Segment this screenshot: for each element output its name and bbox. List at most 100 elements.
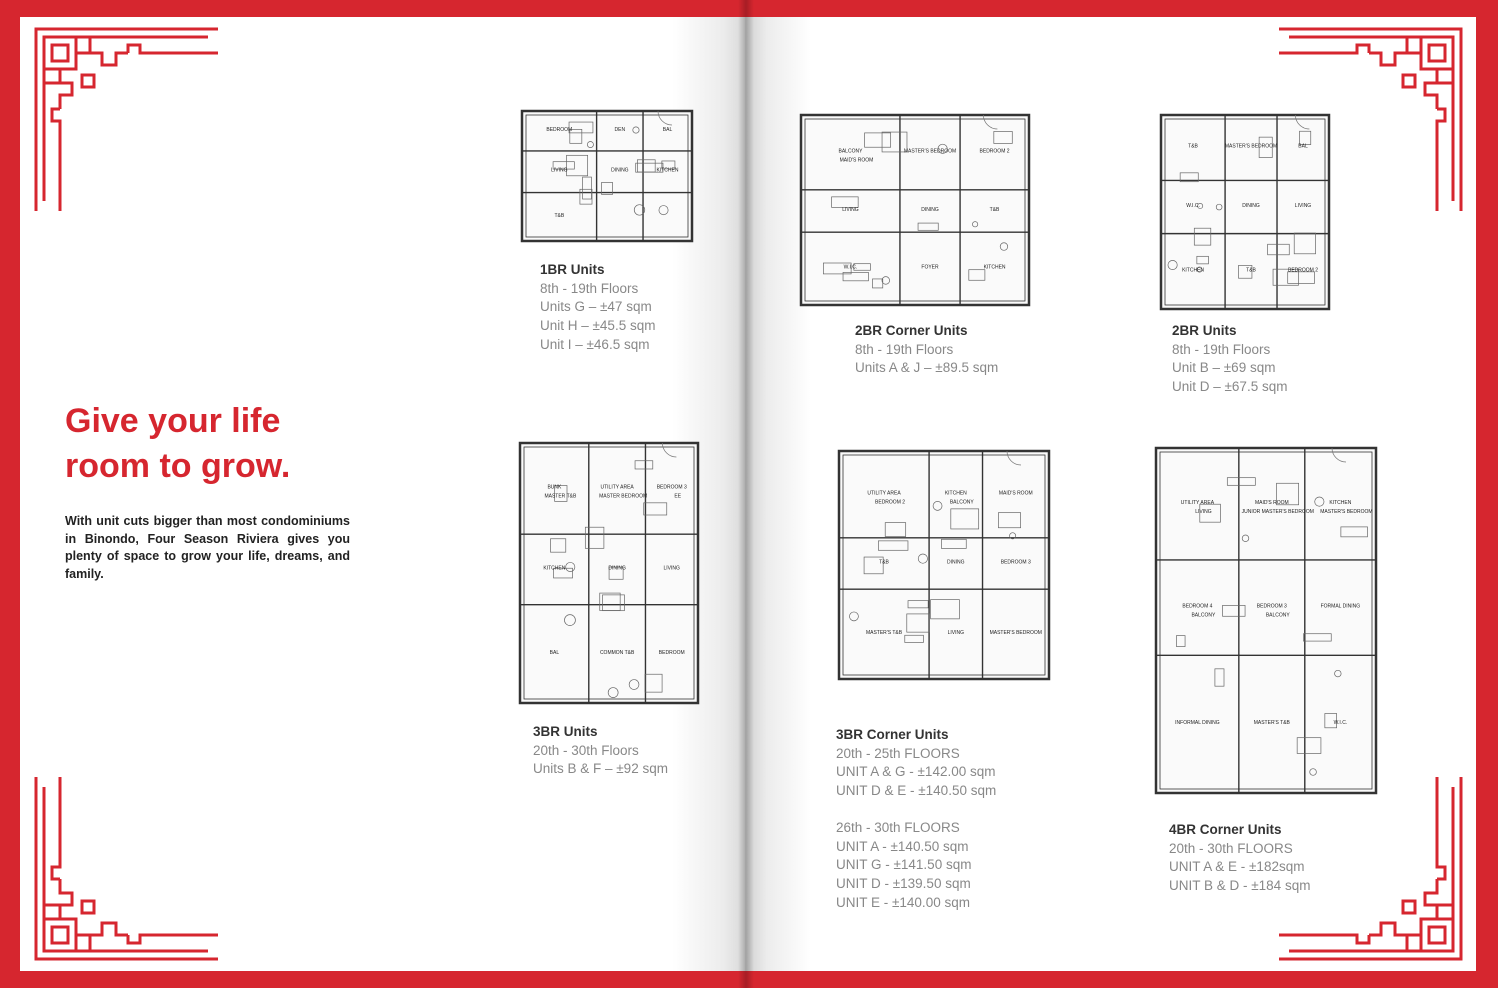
unit-spec-line: 8th - 19th Floors [1172, 341, 1271, 357]
room-label: LIVING [1295, 203, 1312, 209]
room-label: LIVING [842, 207, 859, 213]
room-label: LIVING [1195, 509, 1212, 515]
unit-spec-line: 20th - 25th FLOORS [836, 745, 960, 761]
unit-spec-line: 8th - 19th Floors [855, 341, 954, 357]
room-label: KITCHEN [543, 565, 565, 571]
room-label: EE [674, 494, 681, 500]
room-label: BEDROOM 2 [875, 499, 905, 505]
right-page: BALCONY MASTER'S BEDROOM BEDROOM 2 LIVING DI… [745, 17, 1476, 971]
room-label: LIVING [664, 565, 681, 571]
unit-spec-line: UNIT A - ±140.50 sqm [836, 838, 969, 854]
room-label: KITCHEN [1329, 500, 1351, 506]
room-label: MASTER'S T&B [866, 630, 903, 636]
corner-ornament-bottom-right [1275, 773, 1465, 963]
room-label: BAL [1298, 144, 1308, 150]
room-label: BEDROOM 4 [1182, 604, 1212, 610]
page-gutter-shadow [738, 0, 754, 988]
unit-title: 3BR Corner Units [836, 727, 949, 742]
room-label: T&B [879, 560, 889, 566]
room-label: BALCONY [839, 148, 864, 154]
unit-spec-line: Unit I – ±46.5 sqm [540, 336, 650, 352]
room-label: UTILITY AREA [1181, 500, 1215, 506]
room-label: BAL [550, 650, 560, 656]
floor-plan-3br: BUNK UTILITY AREA BEDROOM 3 KITCHEN DINING LI… [514, 437, 704, 709]
room-label: BALCONY [950, 499, 975, 505]
unit-spec-line: 8th - 19th Floors [540, 280, 639, 296]
corner-ornament-bottom-left [32, 773, 222, 963]
room-label: MAID'S ROOM [999, 490, 1033, 496]
unit-spec-line: UNIT D - ±139.50 sqm [836, 875, 971, 891]
unit-spec-line: UNIT A & E - ±182sqm [1169, 859, 1305, 875]
room-label: BALCONY [1266, 613, 1291, 619]
intro-paragraph: With unit cuts bigger than most condomin… [65, 514, 350, 581]
room-label: MASTER'S BEDROOM [904, 148, 956, 154]
room-label: DINING [608, 565, 626, 571]
room-label: LIVING [948, 630, 965, 636]
room-label: DINING [611, 168, 629, 174]
room-label: T&B [990, 207, 1000, 213]
room-label: MASTER'S BEDROOM [1320, 509, 1372, 515]
corner-ornament-top-right [1275, 25, 1465, 215]
room-label: FOYER [921, 265, 939, 271]
room-label: BEDROOM [546, 127, 572, 133]
room-label: UTILITY AREA [600, 485, 634, 491]
room-label: FORMAL DINING [1321, 604, 1361, 610]
room-label: LIVING [551, 168, 568, 174]
room-label: T&B [1188, 144, 1198, 150]
room-label: MASTER'S T&B [1254, 720, 1291, 726]
floor-plan-2br-corner: BALCONY MASTER'S BEDROOM BEDROOM 2 LIVING DI… [795, 109, 1035, 311]
room-label: MASTER BEDROOM [599, 494, 647, 500]
room-label: BEDROOM 2 [980, 148, 1010, 154]
room-label: MASTER'S BEDROOM [1225, 144, 1277, 150]
room-label: DEN [615, 127, 626, 133]
room-label: W.I.C. [1186, 203, 1200, 209]
room-label: W.I.C. [844, 265, 858, 271]
unit-title: 3BR Units [533, 724, 598, 739]
left-page: Give your life room to grow. With unit c… [20, 17, 745, 971]
unit-spec-line: Unit H – ±45.5 sqm [540, 318, 656, 334]
room-label: DINING [947, 560, 965, 566]
unit-spec-line: Unit D – ±67.5 sqm [1172, 379, 1288, 395]
room-label: MASTER'S BEDROOM [990, 630, 1042, 636]
room-label: W.I.C. [1334, 720, 1348, 726]
unit-title: 4BR Corner Units [1169, 822, 1282, 837]
room-label: BEDROOM 3 [1001, 560, 1031, 566]
unit-spec-line: Unit B – ±69 sqm [1172, 360, 1276, 376]
unit-spec-3br-corner: 3BR Corner Units 20th - 25th FLOORS UNIT A… [836, 726, 996, 912]
unit-spec-line: UNIT A & G - ±142.00 sqm [836, 764, 996, 780]
unit-spec-line: 20th - 30th FLOORS [1169, 840, 1293, 856]
floor-plan-2br: T&B MASTER'S BEDROOM BAL W.I.C. DINING LIVING… [1155, 109, 1335, 315]
unit-spec-line: 20th - 30th Floors [533, 742, 639, 758]
room-label: MASTER T&B [544, 494, 577, 500]
unit-spec-line: UNIT E - ±140.00 sqm [836, 894, 970, 910]
room-label: KITCHEN [984, 265, 1006, 271]
room-label: BEDROOM 3 [657, 485, 687, 491]
room-label: MAID'S ROOM [1255, 500, 1289, 506]
spec-spacer [836, 801, 996, 819]
room-label: COMMON T&B [600, 650, 635, 656]
room-label: DINING [921, 207, 939, 213]
unit-title: 2BR Units [1172, 323, 1237, 338]
headline-line-2: room to grow. [65, 447, 291, 485]
room-label: BUNK [547, 485, 562, 491]
room-label: MAID'S ROOM [840, 157, 874, 163]
unit-spec-line: Units B & F – ±92 sqm [533, 761, 668, 777]
room-label: DINING [1242, 203, 1260, 209]
room-label: KITCHEN [1182, 267, 1204, 273]
room-label: BEDROOM 3 [1257, 604, 1287, 610]
unit-spec-4br-corner: 4BR Corner Units 20th - 30th FLOORS UNIT A… [1169, 821, 1310, 896]
unit-title: 1BR Units [540, 262, 605, 277]
room-label: BALCONY [1191, 613, 1216, 619]
floor-plan-4br-corner: UTILITY AREA MAID'S ROOM KITCHEN BEDROOM 4 B… [1150, 442, 1382, 799]
room-label: KITCHEN [945, 490, 967, 496]
unit-title: 2BR Corner Units [855, 323, 968, 338]
unit-spec-line: Units A & J – ±89.5 sqm [855, 360, 999, 376]
room-label: JUNIOR MASTER'S BEDROOM [1242, 509, 1314, 515]
